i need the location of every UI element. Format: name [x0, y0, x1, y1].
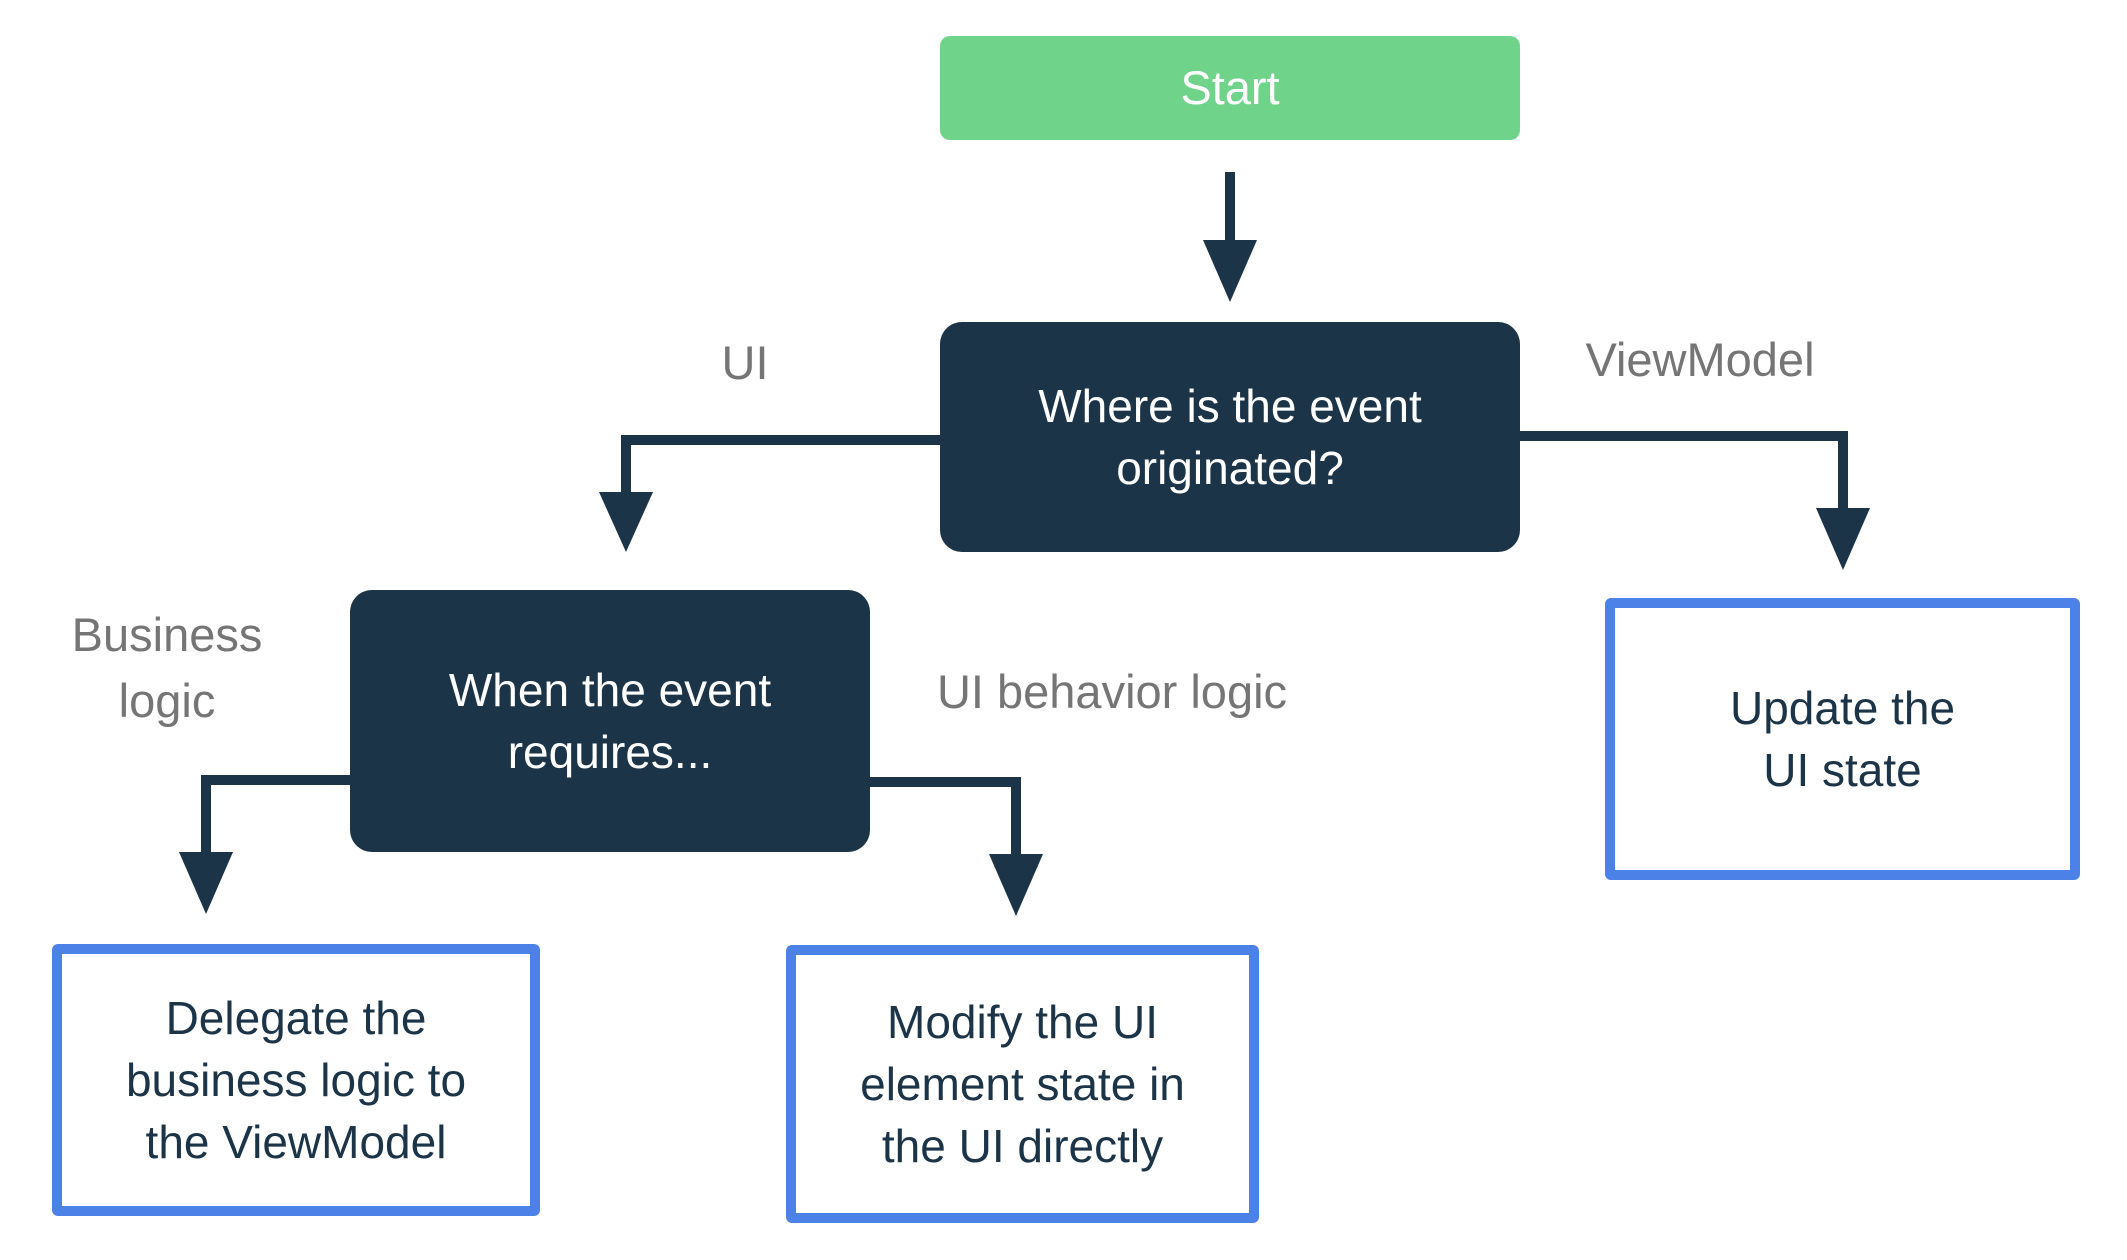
node-text-line: the UI directly: [881, 1120, 1164, 1173]
node-start: Start: [940, 36, 1520, 140]
node-text-line: Where is the event: [1038, 379, 1422, 432]
node-text-line: Delegate the: [165, 991, 427, 1044]
arrow-head: [1203, 240, 1257, 302]
node-delegate-business-logic: Delegate the business logic to the ViewM…: [52, 944, 540, 1216]
edge-label-line: logic: [118, 674, 216, 727]
node-modify-ui-element-state: Modify the UI element state in the UI di…: [786, 945, 1259, 1223]
arrow-head: [599, 492, 653, 552]
node-text-line: When the event: [448, 663, 772, 716]
node-text-line: Update the: [1729, 681, 1956, 734]
arrow-line: [621, 435, 940, 494]
edge-label-business-logic: Business logic: [72, 602, 263, 734]
edge-label-ui-behavior-logic: UI behavior logic: [936, 665, 1288, 719]
edge-label-line: Business: [71, 608, 263, 662]
arrow-head: [989, 854, 1043, 916]
node-text-line: the ViewModel: [145, 1116, 447, 1169]
arrow-head: [179, 852, 233, 914]
arrow-where-to-update-viewmodel: [1520, 431, 1870, 570]
node-update-ui-state: Update the UI state: [1605, 598, 2080, 880]
node-text-line: requires...: [507, 726, 713, 778]
arrow-line: [201, 775, 350, 854]
arrow-where-to-when-ui: [599, 435, 940, 552]
arrow-head: [1816, 508, 1870, 570]
edge-label-ui: UI: [721, 336, 769, 390]
arrow-line: [870, 777, 1021, 856]
arrow-when-to-delegate-business-logic: [179, 775, 350, 914]
arrow-when-to-modify-ui-behavior: [870, 777, 1043, 916]
arrow-start-to-where: [1203, 172, 1257, 302]
node-text-line: Modify the UI: [887, 995, 1158, 1048]
node-when-event-requires: When the event requires...: [350, 590, 870, 852]
node-text-line: originated?: [1116, 442, 1344, 494]
node-text-line: Start: [1180, 61, 1280, 115]
arrow-line: [1520, 431, 1848, 510]
edge-label-viewmodel: ViewModel: [1585, 333, 1815, 387]
node-text-line: business logic to: [125, 1053, 467, 1106]
node-text-line: UI state: [1763, 744, 1922, 796]
node-text-line: element state in: [860, 1057, 1185, 1110]
node-where-event-originated: Where is the event originated?: [940, 322, 1520, 552]
